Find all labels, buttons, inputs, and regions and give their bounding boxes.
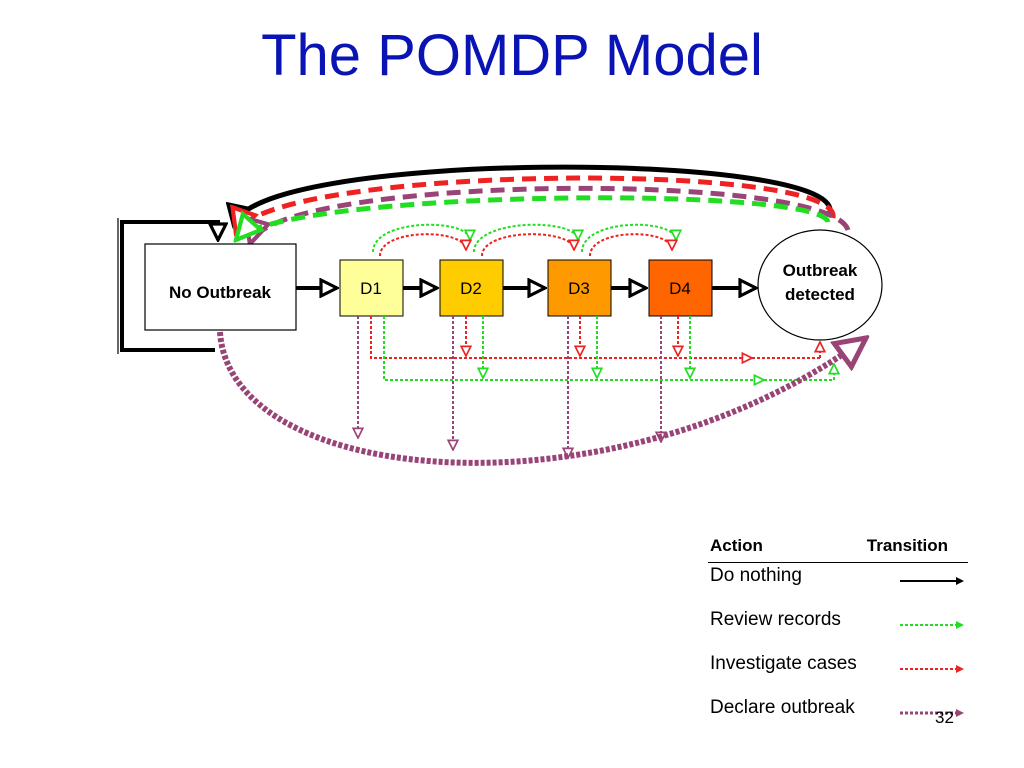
arc-d2-d3-red	[481, 233, 574, 257]
arc-declare-bottom	[217, 331, 866, 466]
self-loop-do-nothing	[120, 220, 218, 352]
arc-investigate	[236, 175, 836, 234]
legend-swatch-dotted-green	[900, 621, 964, 629]
legend: Action Transition Do nothing Review reco…	[708, 536, 968, 739]
declare-lines	[358, 316, 661, 458]
node-d2-label: D2	[460, 279, 482, 298]
arc-do-nothing	[234, 164, 833, 226]
node-no-outbreak-label: No Outbreak	[169, 283, 272, 302]
node-outbreak-label-1: Outbreak	[783, 261, 858, 280]
node-d1-label: D1	[360, 279, 382, 298]
legend-row-declare-outbreak: Declare outbreak	[708, 695, 968, 739]
arc-declare	[250, 185, 851, 244]
node-d3	[547, 259, 612, 317]
arc-d3-d4-red	[589, 233, 672, 257]
legend-label: Investigate cases	[710, 653, 857, 674]
node-outbreak-detected	[757, 229, 883, 341]
node-outbreak-label-2: detected	[785, 285, 855, 304]
node-d4-label: D4	[669, 279, 691, 298]
arc-d2-d3-green	[473, 223, 578, 253]
legend-header: Action Transition	[708, 536, 968, 563]
node-d1	[339, 259, 404, 317]
legend-row-investigate-cases: Investigate cases	[708, 651, 968, 695]
legend-row-do-nothing: Do nothing	[708, 563, 968, 607]
arc-d3-d4-green	[581, 223, 676, 253]
legend-row-review-records: Review records	[708, 607, 968, 651]
slide-title: The POMDP Model	[261, 23, 763, 88]
node-d2	[439, 259, 504, 317]
node-d3-label: D3	[568, 279, 590, 298]
review-lines	[383, 316, 834, 380]
legend-label: Declare outbreak	[710, 697, 855, 718]
legend-swatch-dotted-purple	[900, 709, 964, 717]
page-number: 32	[935, 708, 954, 727]
legend-label: Review records	[710, 609, 841, 630]
investigate-lines	[370, 316, 820, 358]
legend-header-transition: Transition	[866, 536, 948, 555]
arc-d1-d2-red	[379, 233, 466, 257]
legend-label: Do nothing	[710, 565, 802, 586]
legend-swatch-solid-black	[900, 577, 964, 585]
legend-swatch-dotted-red	[900, 665, 964, 673]
legend-header-action: Action	[710, 536, 763, 555]
arc-review	[236, 195, 831, 240]
arc-d1-d2-green	[372, 223, 470, 253]
